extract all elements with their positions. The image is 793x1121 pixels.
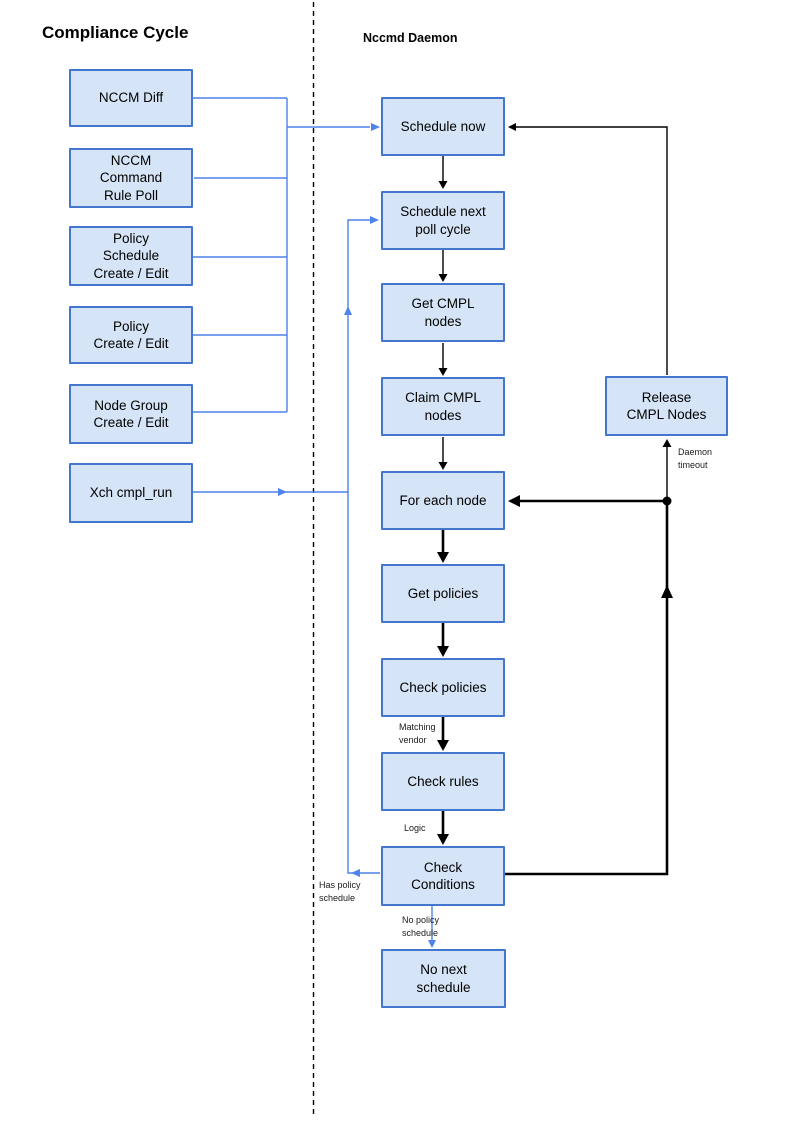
node-release-cmpl-nodes: Release CMPL Nodes [605,376,728,436]
arrowhead-into-schedule-next [370,216,379,224]
node-nccm-command-rule-poll: NCCM Command Rule Poll [69,148,193,208]
node-policy-schedule-create-edit: Policy Schedule Create / Edit [69,226,193,286]
title-nccmd-daemon: Nccmd Daemon [363,31,458,45]
title-compliance-cycle: Compliance Cycle [42,23,189,42]
arrowheads-daemon-chain-thin [438,181,448,470]
edge-check-conditions-loop [505,499,669,876]
arrowhead-xch-mid [278,488,287,496]
edge-label-daemon-timeout: Daemon timeout [678,447,713,470]
node-policy-create-edit: Policy Create / Edit [69,306,193,364]
node-xch-cmpl-run: Xch cmpl_run [69,463,193,523]
arrowhead-into-release [662,439,672,447]
node-claim-cmpl-nodes: Claim CMPL nodes [381,377,505,436]
node-schedule-next-poll-cycle: Schedule next poll cycle [381,191,505,250]
arrowhead-into-schedule-now [371,123,380,131]
edge-release-to-schedule-now [516,126,668,375]
arrowhead-into-schedule-now-right [508,123,516,131]
node-check-conditions: Check Conditions [381,846,505,906]
arrowheads-daemon-chain-thick [437,552,449,845]
node-check-rules: Check rules [381,752,505,811]
arrowhead-into-no-next-schedule [428,940,436,948]
arrowhead-loop-left [351,869,360,877]
arrowhead-into-for-each-node [508,495,520,507]
node-get-cmpl-nodes: Get CMPL nodes [381,283,505,342]
node-nccm-diff: NCCM Diff [69,69,193,127]
node-node-group-create-edit: Node Group Create / Edit [69,384,193,444]
node-check-policies: Check policies [381,658,505,717]
arrowhead-loop-up-mid [344,306,352,315]
edge-label-logic: Logic [404,823,426,833]
edge-has-policy-schedule-loop [347,219,380,874]
edge-label-no-policy-schedule: No policy schedule [402,915,440,938]
edge-label-matching-vendor: Matching vendor [399,722,436,745]
node-schedule-now: Schedule now [381,97,505,156]
edge-label-has-policy-schedule: Has policy schedule [319,880,361,903]
node-no-next-schedule: No next schedule [381,949,506,1008]
arrowhead-loop-up-right [661,585,673,598]
node-get-policies: Get policies [381,564,505,623]
node-for-each-node: For each node [381,471,505,530]
junction-dot [662,496,672,506]
edge-left-bundle-to-schedule-now [193,97,370,413]
